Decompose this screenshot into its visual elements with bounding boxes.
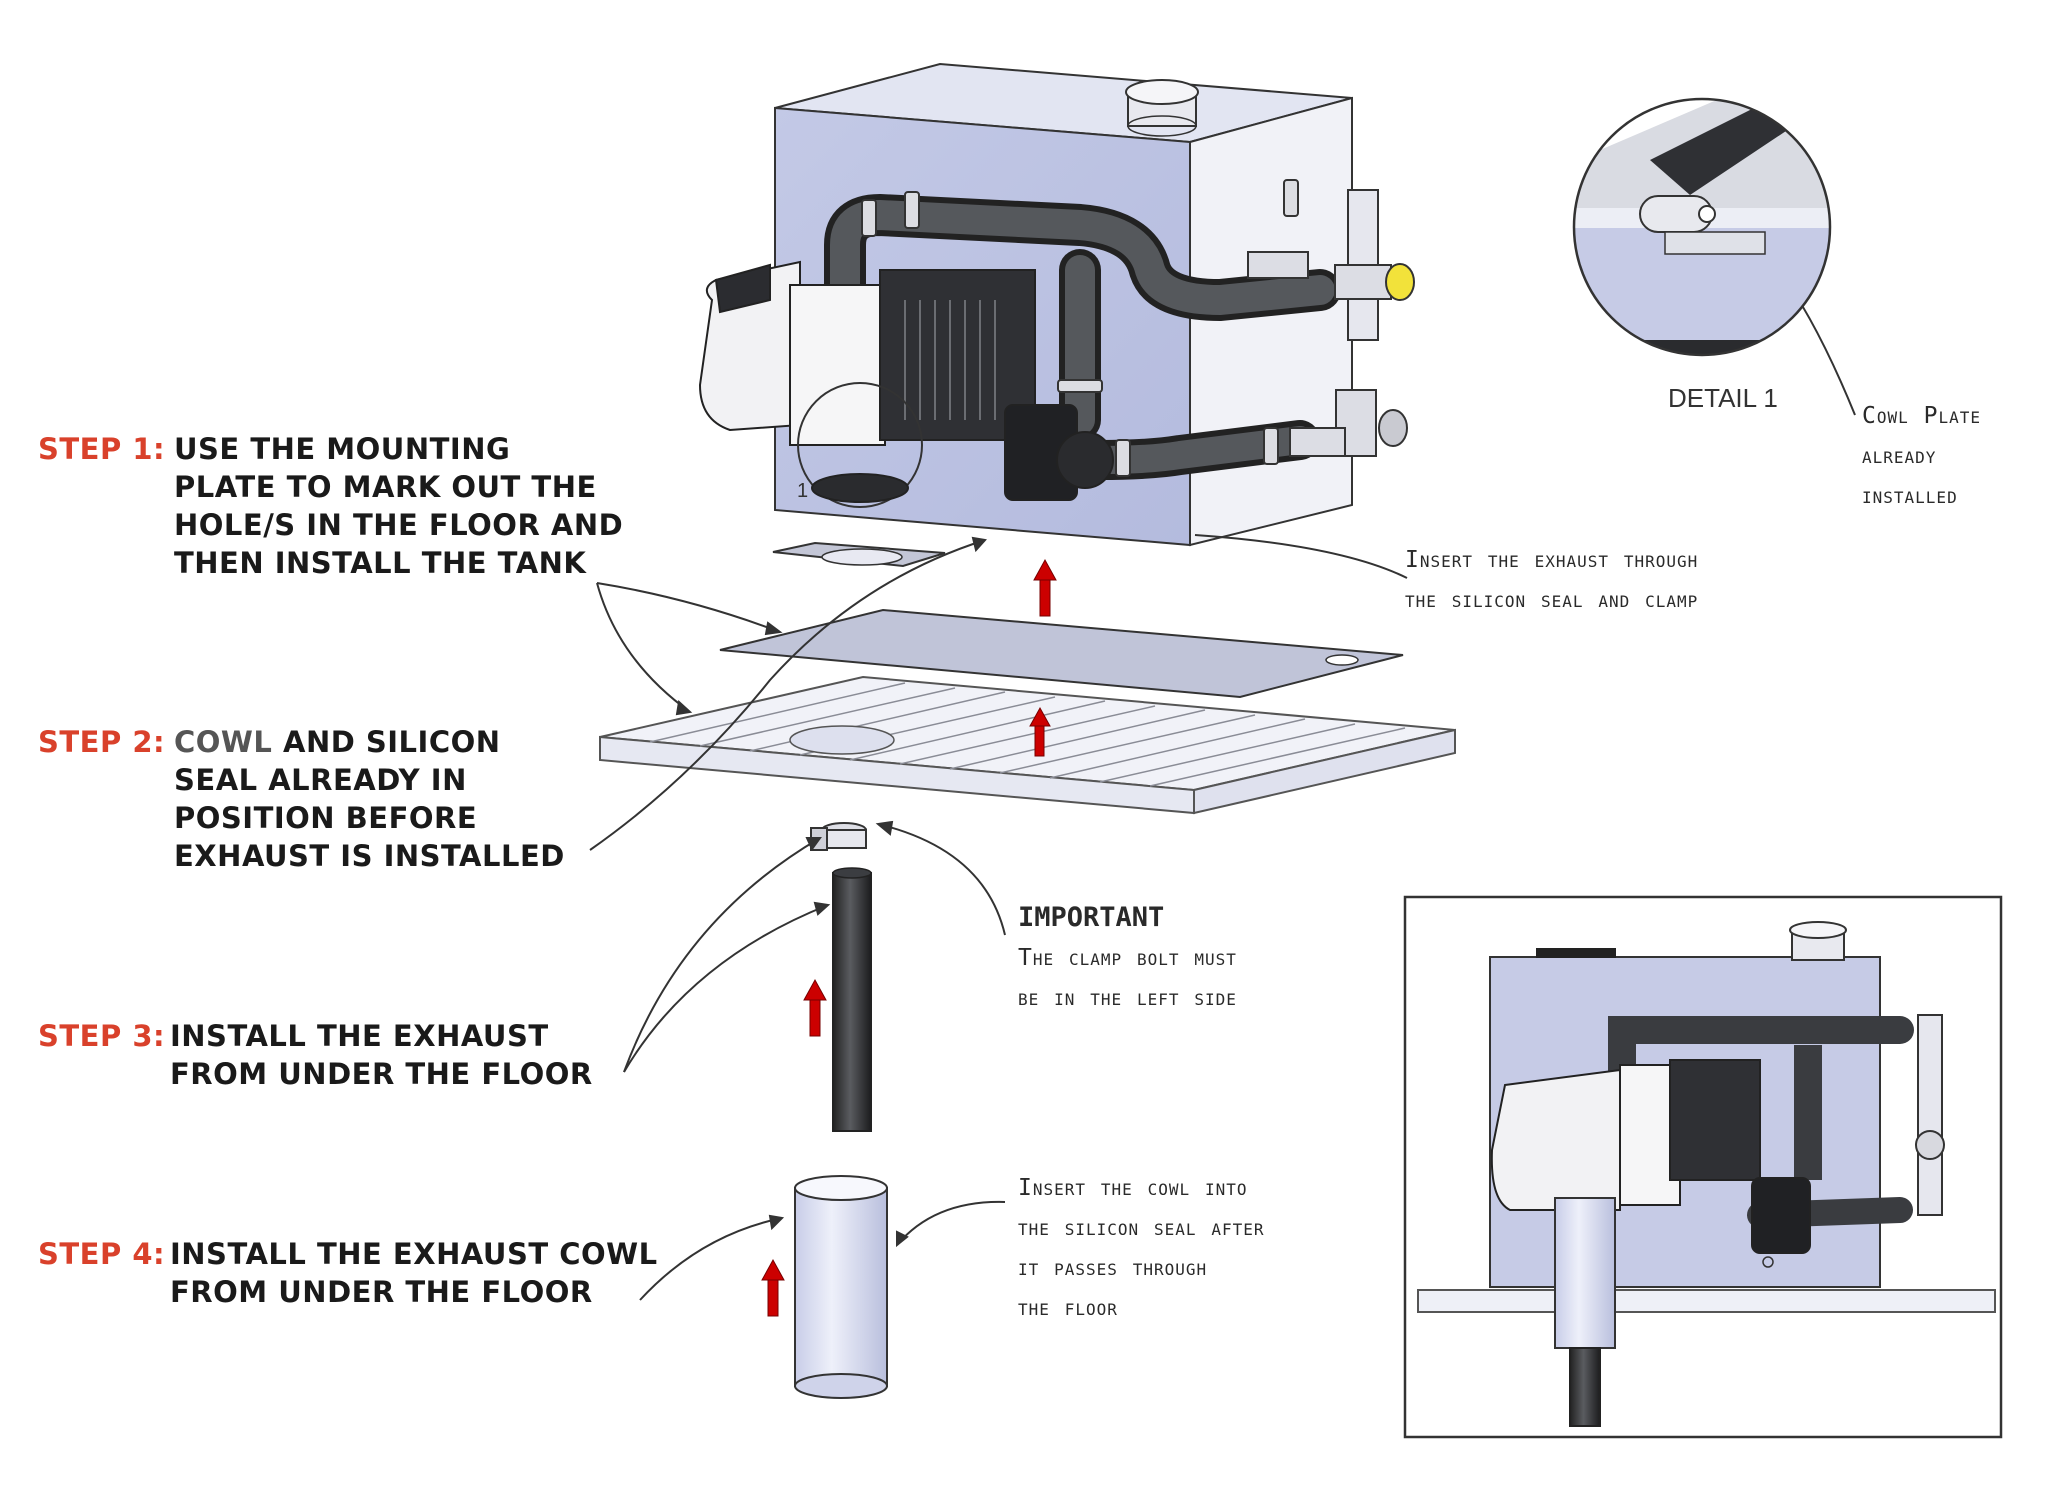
step-4-label: STEP 4: [38, 1237, 166, 1271]
up-arrow [1029, 706, 1051, 757]
step-2-line: POSITION BEFORE [174, 801, 478, 835]
step-1-line: USE THE MOUNTING [174, 432, 511, 466]
cowl-plate-note: Cowl Plate already installed [1862, 396, 1981, 516]
step-1-label: STEP 1: [38, 432, 166, 466]
detail-1-inset [1572, 97, 1832, 357]
step-4-line: FROM UNDER THE FLOOR [170, 1275, 593, 1309]
up-arrow [1033, 558, 1057, 617]
note-line: Cowl Plate [1862, 403, 1981, 429]
exhaust-seal-note: Insert the exhaust through the silicon s… [1405, 540, 1698, 620]
note-line: already [1862, 443, 1937, 469]
note-line: Insert the exhaust through [1405, 547, 1699, 573]
step-3-line: FROM UNDER THE FLOOR [170, 1057, 593, 1091]
detail-marker: 1 [797, 382, 923, 508]
step-2-line: SEAL ALREADY IN [174, 763, 467, 797]
up-arrow [803, 978, 827, 1037]
exhaust-cowl [794, 1175, 888, 1399]
step-2-line: AND SILICON [272, 725, 501, 759]
assembled-view-inset [1403, 895, 2003, 1439]
step-2-cowl-word: COWL [174, 725, 273, 759]
note-line: the silicon seal and clamp [1405, 587, 1699, 613]
up-arrow [761, 1258, 785, 1317]
important-note: IMPORTANT The clamp bolt must be in the … [1018, 898, 1237, 1018]
important-heading: IMPORTANT [1018, 902, 1165, 933]
step-2-label: STEP 2: [38, 725, 166, 759]
leader-lines [589, 231, 1856, 1301]
vehicle-floor [599, 675, 1456, 815]
exhaust-pipe [832, 867, 872, 1132]
step-3-line: INSTALL THE EXHAUST [170, 1019, 549, 1053]
silicon-seal-plate [772, 541, 946, 568]
note-line: be in the left side [1018, 985, 1237, 1011]
step-1-line: PLATE TO MARK OUT THE [174, 470, 597, 504]
filler-cap [1125, 79, 1199, 137]
note-line: Insert the cowl into [1018, 1175, 1248, 1201]
step-4-line: INSTALL THE EXHAUST COWL [170, 1237, 658, 1271]
step-2-line: EXHAUST IS INSTALLED [174, 839, 565, 873]
diesel-heater [698, 260, 1114, 501]
detail-marker-number: 1 [797, 480, 808, 502]
pipe-clamp [810, 822, 867, 851]
note-line: The clamp bolt must [1018, 945, 1237, 971]
step-1-line: HOLE/S IN THE FLOOR AND [174, 508, 624, 542]
note-line: it passes through [1018, 1255, 1208, 1281]
note-line: the floor [1018, 1295, 1118, 1321]
hose-clamps [861, 179, 1299, 477]
step-3-label: STEP 3: [38, 1019, 166, 1053]
mounting-plate [719, 608, 1404, 699]
note-line: the silicon seal after [1018, 1215, 1265, 1241]
cowl-note: Insert the cowl into the silicon seal af… [1018, 1168, 1265, 1328]
note-line: installed [1862, 483, 1958, 509]
direction-arrows [761, 558, 1057, 1317]
detail-1-label: DETAIL 1 [1668, 383, 1778, 413]
pipe-fittings [1247, 189, 1415, 457]
step-1-line: THEN INSTALL THE TANK [174, 546, 587, 580]
